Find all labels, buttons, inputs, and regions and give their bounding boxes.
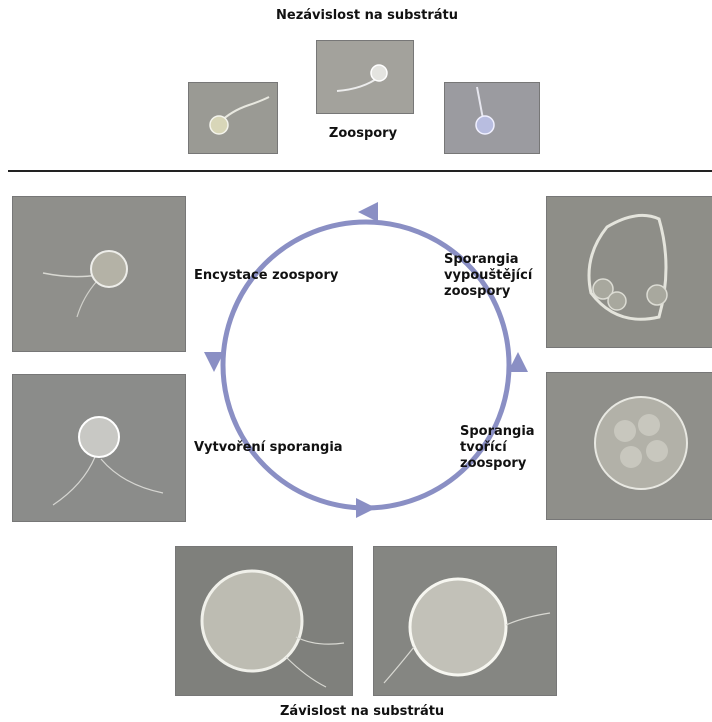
sporangium-releasing-photo [546,196,712,348]
forming-line-2: tvořící [460,440,535,456]
mature-sporangium-photo-left [175,546,353,696]
forming-line-1: Sporangia [460,424,535,440]
releasing-line-1: Sporangia [444,252,532,268]
forming-line-3: zoospory [460,456,535,472]
mature-sporangium-photo-right [373,546,557,696]
sporangia-releasing-label: Sporangia vypouštějící zoospory [444,252,532,300]
substrate-dependence-title: Závislost na substrátu [280,704,440,720]
releasing-line-2: vypouštějící [444,268,532,284]
encystment-label: Encystace zoospory [194,268,338,284]
encysting-zoospore-photo [12,196,186,352]
sporangia-forming-label: Sporangia tvořící zoospory [460,424,535,472]
cycle-arrow-bottom [356,498,376,518]
young-sporangium-photo [12,374,186,522]
cycle-arrow-top [358,202,378,222]
releasing-line-3: zoospory [444,284,532,300]
sporangium-forming-photo [546,372,712,520]
sporangium-formation-label: Vytvoření sporangia [194,440,343,456]
